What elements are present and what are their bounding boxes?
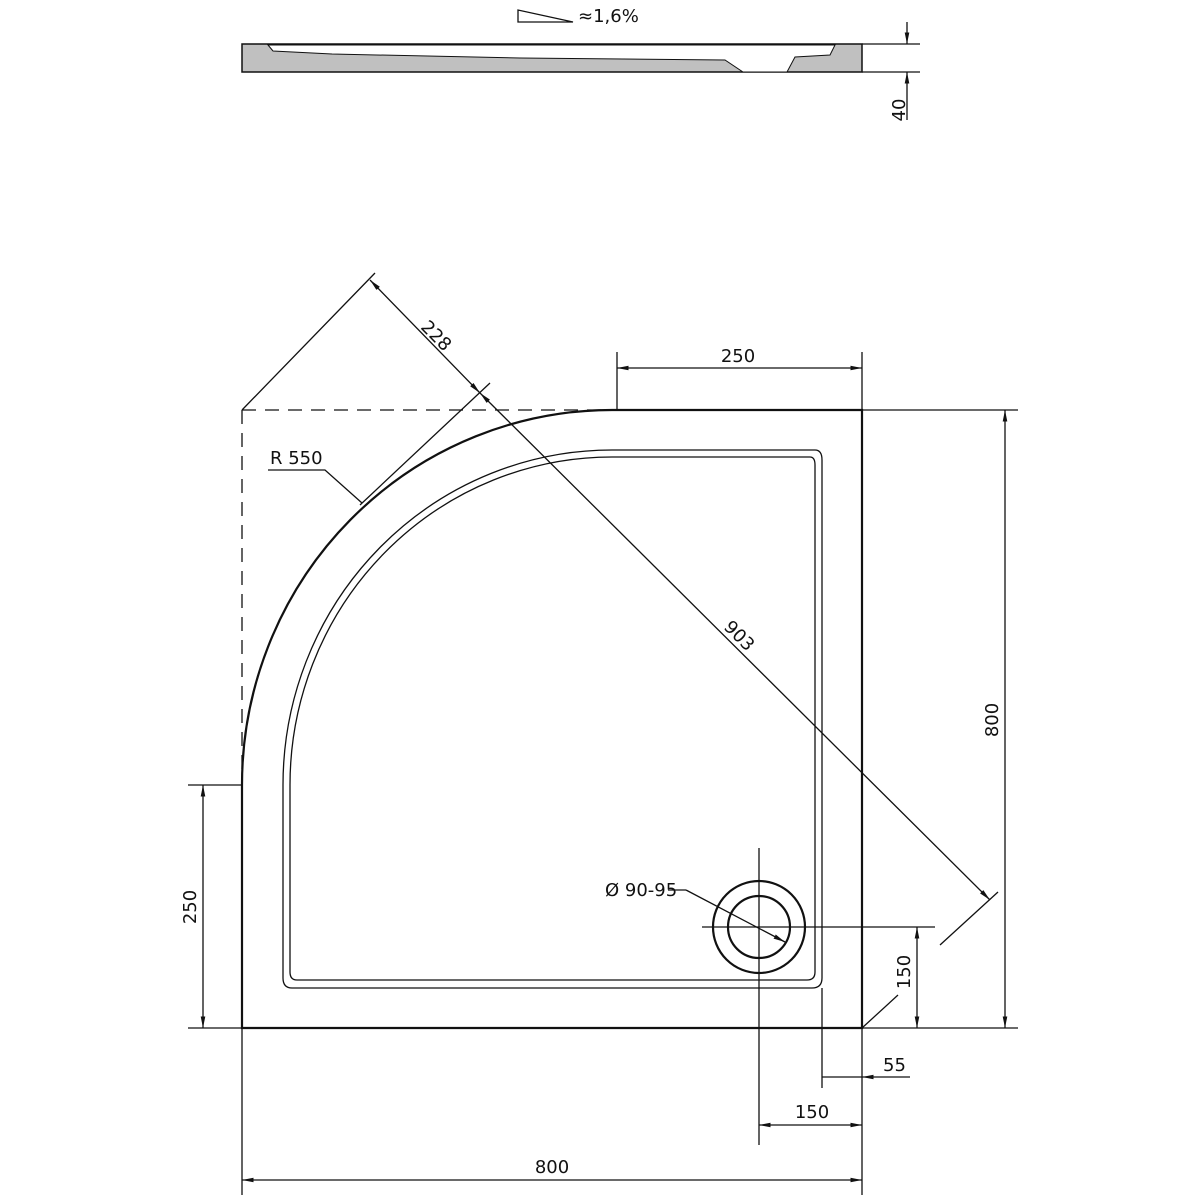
section-view: ≈1,6% 40 (241, 6, 920, 122)
section-channel (266, 44, 836, 73)
drain-diameter-label: Ø 90-95 (605, 880, 677, 901)
dim-55: 55 (883, 1055, 906, 1076)
dim-diag-903: 903 (719, 617, 758, 656)
dim-top-250: 250 (721, 346, 755, 367)
tray-basin (289, 456, 816, 981)
drain: Ø 90-95 (605, 848, 935, 1145)
section-height-dim: 40 (889, 99, 910, 122)
dim-drain-150-vertical: 150 (894, 955, 915, 989)
dim-drain-150-horizontal: 150 (795, 1102, 829, 1123)
tray-outline (240, 408, 864, 1030)
tray-inner-rim (282, 449, 823, 989)
dim-diag-228: 228 (416, 317, 455, 356)
slope-triangle-icon (517, 9, 574, 23)
dim-bottom-800: 800 (535, 1157, 569, 1178)
dim-right-800: 800 (982, 703, 1003, 737)
dim-left-250: 250 (180, 890, 201, 924)
slope-label: ≈1,6% (578, 6, 639, 27)
radius-label: R 550 (270, 448, 323, 469)
plan-view: Ø 90-95 250 228 903 R 550 800 250 150 (180, 272, 1018, 1195)
